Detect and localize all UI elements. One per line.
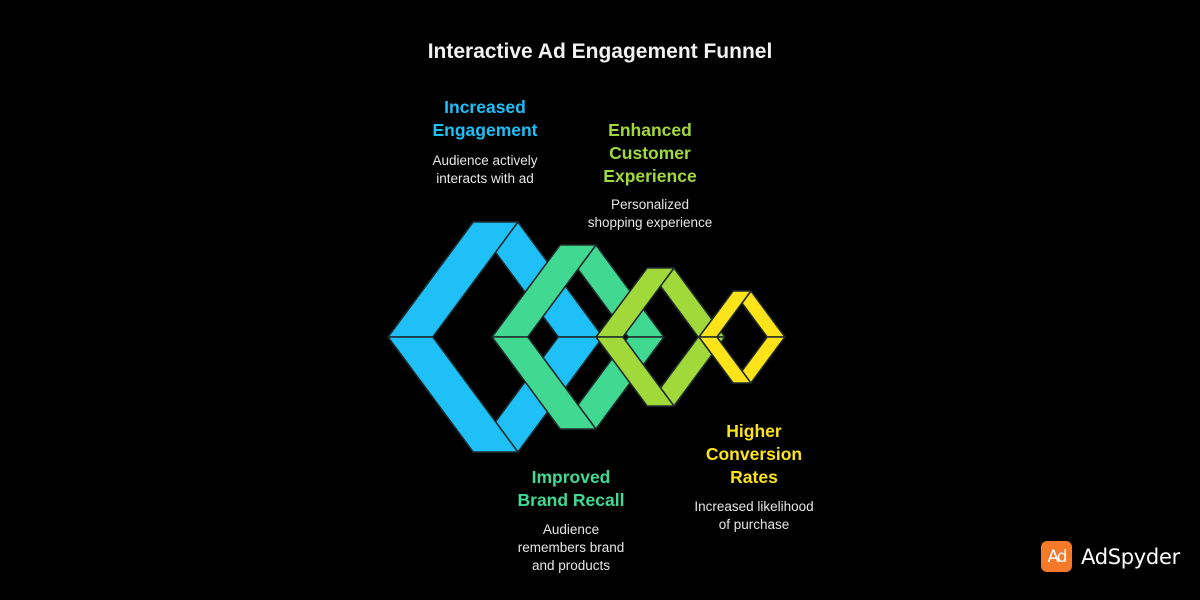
stage-increased-engagement: Increased Engagement Audience actively i…: [405, 96, 565, 188]
adspyder-logo-icon: Ad: [1041, 541, 1072, 572]
frame-segment: [387, 221, 519, 338]
stage-title: Increased Engagement: [432, 97, 538, 140]
stage-higher-conversion-rates: Higher Conversion Rates Increased likeli…: [674, 420, 834, 534]
stage-title: Improved Brand Recall: [517, 467, 625, 510]
stage-description: Personalized shopping experience: [587, 197, 713, 230]
diagram-title: Interactive Ad Engagement Funnel: [427, 40, 773, 63]
frame-segment: [698, 336, 752, 384]
stage-title: Higher Conversion Rates: [705, 421, 803, 487]
stage-enhanced-customer-experience: Enhanced Customer Experience Personalize…: [570, 119, 730, 232]
frame-segment: [491, 336, 597, 430]
stage-description: Audience remembers brand and products: [517, 522, 625, 573]
frame-segment: [387, 336, 519, 453]
adspyder-logo-text: AdSpyder: [1081, 544, 1180, 569]
frame-segment: [595, 336, 675, 407]
adspyder-logo: Ad AdSpyder: [1041, 541, 1180, 572]
stage-description: Increased likelihood of purchase: [694, 499, 814, 532]
stage-improved-brand-recall: Improved Brand Recall Audience remembers…: [491, 466, 651, 575]
stage-title: Enhanced Customer Experience: [603, 120, 697, 186]
stage-description: Audience actively interacts with ad: [432, 153, 538, 186]
